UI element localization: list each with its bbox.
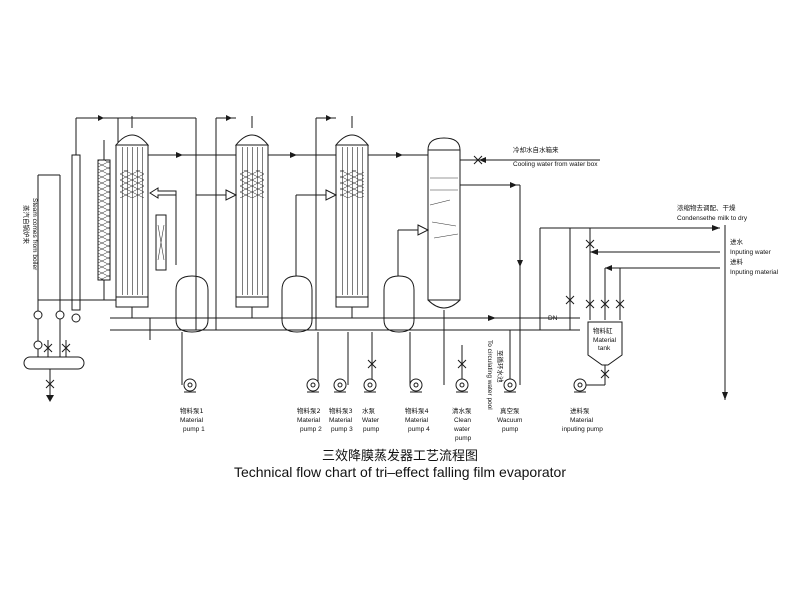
- water-pump-label-en2: pump: [363, 426, 380, 433]
- material-pump-1: [183, 378, 197, 392]
- pump3-label-en2: pump 3: [331, 426, 353, 433]
- preheater-tube: [71, 154, 81, 311]
- pressure-gauge-icon: [55, 310, 65, 320]
- arrow-down-icon: [46, 395, 54, 402]
- separator-1: [155, 214, 209, 333]
- steam-label-cn: 蒸汽自锅炉来: [22, 205, 31, 245]
- pump1-label-en1: Material: [180, 417, 204, 424]
- material-tank: 物料缸 Material tank: [580, 321, 623, 386]
- circulating-pool-label-cn: 至循环水池: [496, 350, 505, 383]
- material-pump-3: [333, 378, 347, 392]
- clean-pump-label-en1: Clean: [454, 417, 471, 424]
- condensate-label-en: Condensethe milk to dry: [677, 215, 748, 222]
- water-pump-label-en1: Water: [362, 417, 380, 424]
- material-in-label-cn: 进料: [730, 257, 744, 266]
- condensate-label-cn: 浓缩物去调配、干燥: [677, 203, 736, 212]
- water-pump: [363, 378, 377, 392]
- pump4-label-en1: Material: [405, 417, 429, 424]
- tank-label-en2: tank: [598, 345, 611, 352]
- pump3-label-en1: Material: [329, 417, 353, 424]
- material-pump-2: [306, 378, 320, 392]
- annotation-labels: 冷却水自水箱来 Cooling water from water box 浓缩物…: [180, 145, 779, 442]
- material-in-label-en: Inputing material: [730, 269, 779, 276]
- water-pump-label-cn: 水泵: [362, 406, 376, 415]
- evaporator-effect-3: [334, 116, 370, 318]
- circulating-pool-label-en: To circulating water pool: [486, 340, 493, 410]
- input-pump-label-cn: 进料泵: [570, 406, 590, 415]
- vacuum-pump-label-en2: pump: [502, 426, 519, 433]
- material-pump-4: [409, 378, 423, 392]
- pumps: [183, 378, 587, 393]
- input-pump-label-en1: Material: [570, 417, 594, 424]
- gauge-icon: [71, 313, 81, 323]
- cooling-water-label-en: Cooling water from water box: [513, 161, 598, 168]
- pressure-gauge-icon: [33, 340, 43, 350]
- separator-2: [281, 275, 313, 333]
- material-inputing-pump: [573, 378, 587, 392]
- cooling-water-label-cn: 冷却水自水箱来: [513, 145, 559, 154]
- pump3-label-cn: 物料泵3: [329, 406, 353, 415]
- evaporator-effect-2: [234, 116, 270, 318]
- tank-label-cn: 物料缸: [593, 326, 613, 335]
- pump4-label-cn: 物料泵4: [405, 406, 429, 415]
- tank-label-en1: Material: [593, 337, 617, 344]
- clean-pump-label-cn: 清水泵: [452, 406, 472, 415]
- steam-label-en: Steam comes from boiler: [31, 198, 38, 271]
- pump1-label-cn: 物料泵1: [180, 406, 204, 415]
- pump4-label-en2: pump 4: [408, 426, 430, 433]
- clean-pump-label-en3: pump: [455, 435, 472, 442]
- evaporator-effect-1: [114, 116, 150, 318]
- vacuum-pump: [503, 378, 517, 392]
- pump2-label-cn: 物料泵2: [297, 406, 321, 415]
- clean-pump-label-en2: water: [453, 426, 471, 433]
- caption: 三效降膜蒸发器工艺流程图 Technical flow chart of tri…: [234, 448, 566, 480]
- pump2-label-en1: Material: [297, 417, 321, 424]
- diagram-title-en: Technical flow chart of tri–effect falli…: [234, 464, 566, 480]
- input-pump-label-en2: inputing pump: [562, 426, 603, 433]
- steam-inlet-assembly: 蒸汽自锅炉来 Steam comes from boiler: [22, 117, 119, 402]
- pump1-label-en2: pump 1: [183, 426, 205, 433]
- steam-manifold: [23, 356, 85, 370]
- vacuum-pump-label-en1: Wacuum: [497, 417, 522, 424]
- diagram-title-cn: 三效降膜蒸发器工艺流程图: [322, 448, 478, 464]
- separator-3: [383, 275, 415, 333]
- main-piping: DN: [98, 115, 728, 400]
- pump2-label-en2: pump 2: [300, 426, 322, 433]
- flow-indicator-label: DN: [548, 315, 558, 322]
- pressure-gauge-icon: [33, 310, 43, 320]
- condenser-vessel: [427, 137, 461, 345]
- clean-water-pump: [455, 378, 469, 392]
- vacuum-pump-label-cn: 真空泵: [500, 406, 520, 415]
- water-in-label-cn: 进水: [730, 237, 744, 246]
- water-in-label-en: Inputing water: [730, 249, 772, 256]
